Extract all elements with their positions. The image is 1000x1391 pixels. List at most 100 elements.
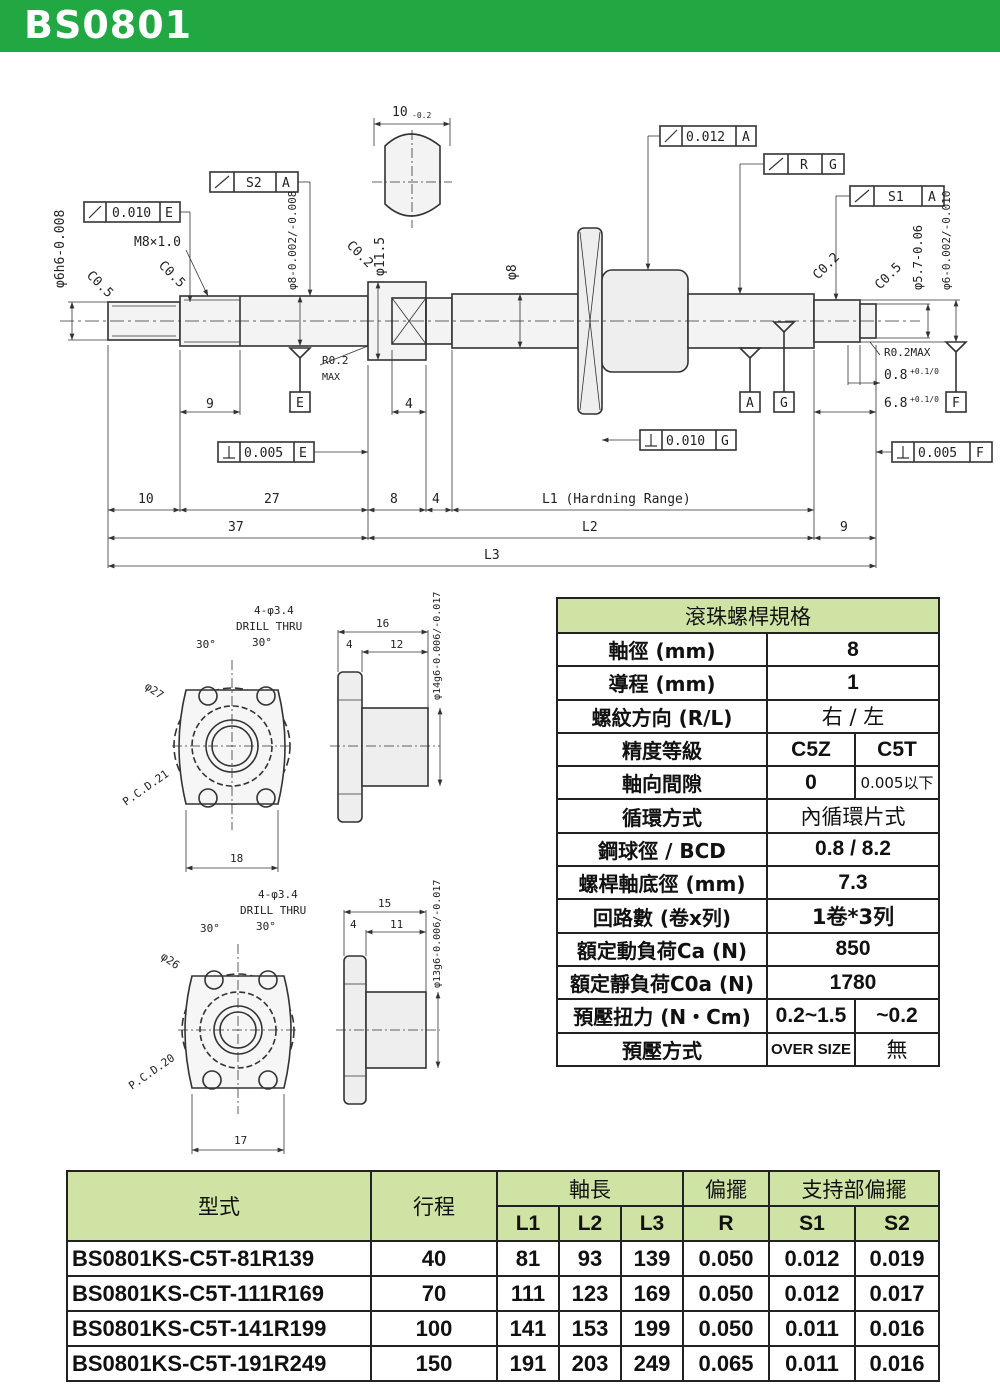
header-bar: BS0801 xyxy=(0,0,1000,52)
nut1-w18: 18 xyxy=(230,852,243,865)
header-l1: L1 xyxy=(496,1205,560,1242)
header-r: R xyxy=(682,1205,770,1242)
nut1-w12: 12 xyxy=(390,638,403,651)
nut1-d27: φ27 xyxy=(142,680,166,702)
header-length: 軸長 xyxy=(496,1170,684,1207)
spec-row: 導程 (mm)1 xyxy=(556,665,940,701)
header-l2: L2 xyxy=(558,1205,622,1242)
spec-title: 滾珠螺桿規格 xyxy=(556,597,940,634)
label-d57: φ5.7-0.06 xyxy=(911,225,925,290)
spec-row: 軸徑 (mm)8 xyxy=(556,631,940,668)
label-perp-g: G xyxy=(721,434,729,449)
nut2-w17: 17 xyxy=(234,1134,247,1147)
label-l3: L3 xyxy=(484,548,500,563)
nut1-d14: φ14g6-0.006/-0.017 xyxy=(432,592,443,700)
label-datum-g2: G xyxy=(780,396,788,411)
nut2-d13: φ13g6-0.006/-0.017 xyxy=(432,880,443,988)
label-w68tol: +0.1/0 xyxy=(910,395,939,404)
nut1-w16: 16 xyxy=(376,617,389,630)
label-dim4b: 4 xyxy=(432,492,440,507)
label-perp005e: 0.005 xyxy=(244,446,283,461)
label-tol1: 0.010 xyxy=(112,206,151,221)
label-datum-e: E xyxy=(165,206,173,221)
label-datum-f: F xyxy=(952,396,960,411)
label-c02b: C0.2 xyxy=(810,250,843,283)
label-datum-a1: A xyxy=(282,176,290,191)
label-w10: 10 xyxy=(392,105,408,120)
spec-row: 螺紋方向 (R/L)右 / 左 xyxy=(556,698,940,734)
nut2-angle-b: 30° xyxy=(256,920,276,933)
spec-table: 滾珠螺桿規格 軸徑 (mm)8 導程 (mm)1 螺紋方向 (R/L)右 / 左… xyxy=(556,597,940,1067)
nut1-angle-a: 30° xyxy=(196,638,216,651)
spec-row: 螺桿軸底徑 (mm)7.3 xyxy=(556,865,940,901)
label-r02max: R0.2MAX xyxy=(884,346,931,359)
label-m8: M8×1.0 xyxy=(134,235,181,250)
label-d8: φ8 xyxy=(505,264,520,280)
header-support: 支持部偏擺 xyxy=(768,1170,940,1207)
label-datum-a3: A xyxy=(928,190,936,205)
label-datum-e2: E xyxy=(296,396,304,411)
label-perp-e: E xyxy=(299,446,307,461)
spec-row: 額定動負荷Ca (N)850 xyxy=(556,931,940,967)
spec-row: 循環方式內循環片式 xyxy=(556,798,940,834)
label-r: R xyxy=(800,158,808,173)
nut2-thru: DRILL THRU xyxy=(240,904,306,917)
label-perp005f: 0.005 xyxy=(918,446,957,461)
header-l3: L3 xyxy=(620,1205,684,1242)
nut2-w15: 15 xyxy=(378,897,391,910)
label-d8tol: φ8-0.002/-0.008 xyxy=(286,191,299,290)
label-d6tol: φ6-0.002/-0.010 xyxy=(940,191,953,290)
label-dim4a: 4 xyxy=(405,397,413,412)
label-l2: L2 xyxy=(582,520,598,535)
label-c05a: C0.5 xyxy=(83,268,116,301)
label-dim37: 37 xyxy=(228,520,244,535)
models-table: 型式 行程 軸長 偏擺 支持部偏擺 L1 L2 L3 R S1 S2 BS080… xyxy=(66,1170,940,1382)
technical-drawing: φ6h6-0.008 C0.5 C0.5 M8×1.0 0.010 E S2 A… xyxy=(53,105,993,1154)
spec-row: 額定靜負荷C0a (N)1780 xyxy=(556,964,940,1001)
label-c02a: C0.2 xyxy=(343,238,376,271)
nut2-pcd: P.C.D.20 xyxy=(126,1051,177,1092)
nut2-w11: 11 xyxy=(390,918,403,931)
spec-row: 回路數 (卷x列)1卷*3列 xyxy=(556,898,940,934)
label-dim9b: 9 xyxy=(840,520,848,535)
label-l1: L1 (Hardning Range) xyxy=(542,492,691,507)
label-s1: S1 xyxy=(888,190,904,205)
label-r02: R0.2 xyxy=(322,354,349,367)
label-dim9a: 9 xyxy=(206,397,214,412)
nut1-drill: 4-φ3.4 xyxy=(254,604,294,617)
nut1-thru: DRILL THRU xyxy=(236,620,302,633)
header-s1: S1 xyxy=(768,1205,856,1242)
label-datum-a2: A xyxy=(742,130,750,145)
spec-row: 預壓扭力 (N・Cm)0.2~1.5~0.2 xyxy=(556,998,940,1034)
nut1-pcd: P.C.D.21 xyxy=(120,767,171,808)
header-type: 型式 xyxy=(66,1170,372,1242)
label-tol012: 0.012 xyxy=(686,130,725,145)
label-w10tol: -0.2 xyxy=(412,111,431,120)
nut2-drill: 4-φ3.4 xyxy=(258,888,298,901)
nut2-w4: 4 xyxy=(350,918,357,931)
page-title: BS0801 xyxy=(24,3,193,47)
header-s2: S2 xyxy=(854,1205,940,1242)
label-max: MAX xyxy=(322,372,340,383)
label-c05b: C0.5 xyxy=(155,258,188,291)
label-perp010: 0.010 xyxy=(666,434,705,449)
nut2-d26: φ26 xyxy=(158,950,182,972)
nut1-angle-b: 30° xyxy=(252,636,272,649)
header-stroke: 行程 xyxy=(370,1170,498,1242)
label-dim8: 8 xyxy=(390,492,398,507)
label-w68: 6.8 xyxy=(884,396,907,411)
label-c05c: C0.5 xyxy=(872,260,905,293)
label-w08tol: +0.1/0 xyxy=(910,367,939,376)
label-dim10: 10 xyxy=(138,492,154,507)
label-datum-a4: A xyxy=(746,396,754,411)
label-dim27: 27 xyxy=(264,492,280,507)
label-perp-f: F xyxy=(976,446,984,461)
label-d115: φ11.5 xyxy=(373,237,388,276)
